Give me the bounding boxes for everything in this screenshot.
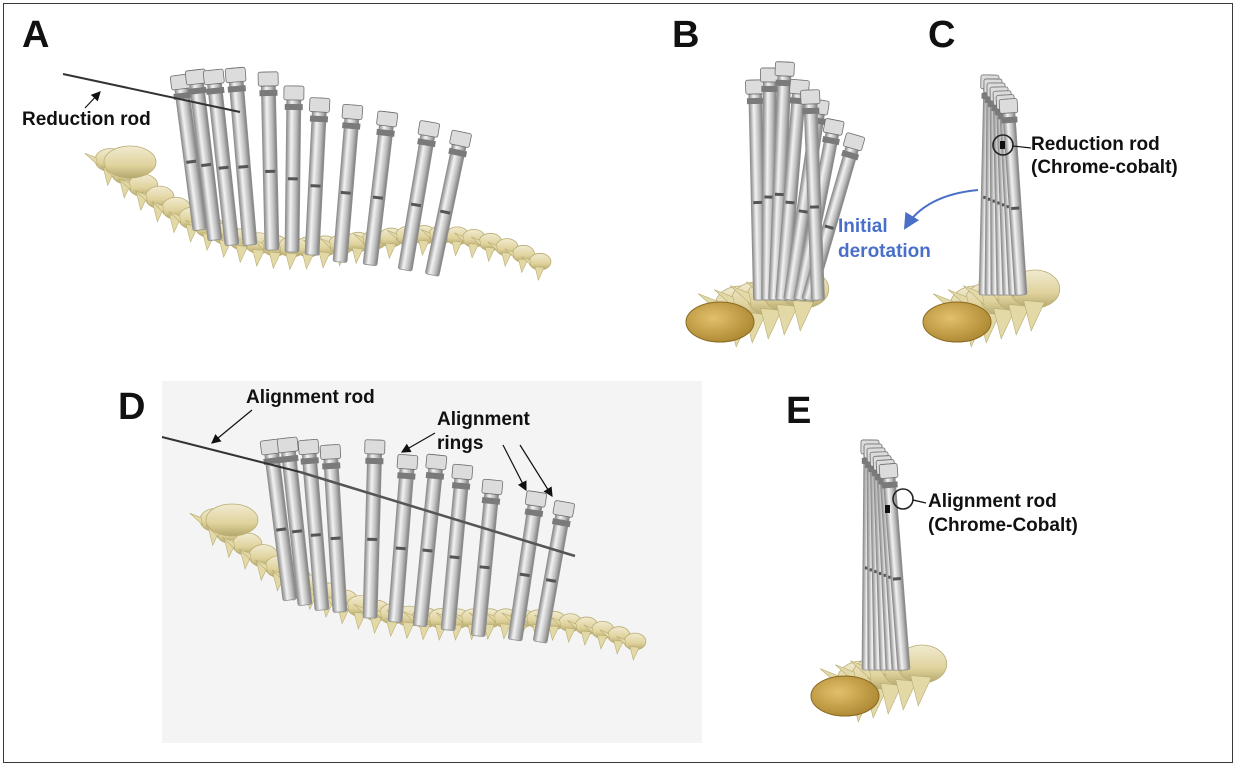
c-rod-leader: [1012, 145, 1032, 149]
reduction-tower: [297, 438, 330, 611]
reduction-tower: [332, 103, 364, 263]
vertebra: [616, 632, 647, 661]
reduction-tower: [224, 66, 258, 246]
c-rod-label-line2: (Chrome-cobalt): [1031, 157, 1178, 178]
reduction-tower: [425, 129, 472, 277]
alignment-rings-label-line1: Alignment: [437, 409, 530, 430]
d-alignment-rod-label: Alignment rod: [246, 387, 375, 408]
derotation-arrow: [903, 189, 979, 230]
reduction-tower: [362, 439, 386, 619]
e-rod-leader: [912, 499, 927, 504]
alignment-rings-label-line2: rings: [437, 433, 484, 454]
panel-letter-e: E: [786, 390, 812, 432]
panel-letter-c: C: [928, 14, 956, 56]
alignment-rod: [161, 436, 301, 473]
reduction-tower: [202, 68, 240, 246]
vertebra: [879, 644, 948, 707]
vertebral-disc: [810, 675, 880, 717]
figure-frame: [3, 3, 1233, 763]
e-rod-label-line2: (Chrome-Cobalt): [928, 515, 1078, 536]
rod-highlight-circle: [892, 488, 914, 510]
alignment-ring-leader-1: [400, 432, 436, 453]
derotation-label-line2: derotation: [838, 241, 931, 262]
reduction-tower: [362, 110, 399, 266]
rod-highlight-circle: [992, 134, 1014, 156]
alignment-ring-leader-2: [502, 444, 527, 492]
reduction-tower: [440, 463, 474, 631]
reduction-tower: [276, 436, 313, 606]
reduction-tower: [998, 98, 1028, 296]
e-rod-label-line1: Alignment rod: [928, 491, 1057, 512]
reduction-tower: [259, 438, 298, 602]
c-rod-label-line1: Reduction rod: [1031, 134, 1160, 155]
vertebra: [504, 244, 535, 274]
reduction-tower: [283, 85, 305, 253]
reduction-tower: [319, 444, 348, 613]
reduction-tower: [470, 478, 504, 637]
reduction-rod-leader: [84, 91, 101, 109]
reduction-tower: [507, 490, 548, 642]
reduction-rod: [62, 73, 241, 113]
reduction-rod-label: Reduction rod: [22, 109, 151, 130]
reduction-tower: [533, 500, 575, 644]
top-vertebra: [103, 145, 157, 179]
top-vertebra: [205, 503, 259, 537]
rod-cross-section: [885, 505, 890, 513]
vertebral-disc: [685, 301, 755, 343]
vertebral-disc: [922, 301, 992, 343]
reduction-tower: [184, 68, 223, 241]
reduction-tower: [775, 78, 810, 301]
reduction-tower: [257, 71, 280, 251]
alignment-ring-leader-3: [519, 444, 553, 498]
reduction-tower: [387, 453, 419, 623]
derotation-label-line1: Initial: [838, 216, 888, 237]
reduction-tower: [304, 97, 331, 256]
reduction-tower: [878, 463, 911, 671]
alignment-rod-through: [299, 470, 576, 558]
vertebra: [521, 252, 552, 282]
vertebra: [599, 626, 631, 655]
reduction-tower: [398, 120, 440, 272]
alignment-rod-leader: [211, 409, 253, 444]
panel-letter-d: D: [118, 386, 146, 428]
reduction-tower: [412, 453, 448, 627]
panel-letter-b: B: [672, 14, 700, 56]
rod-cross-section: [1000, 141, 1005, 149]
panel-letter-a: A: [22, 14, 50, 56]
reduction-tower: [800, 89, 825, 301]
